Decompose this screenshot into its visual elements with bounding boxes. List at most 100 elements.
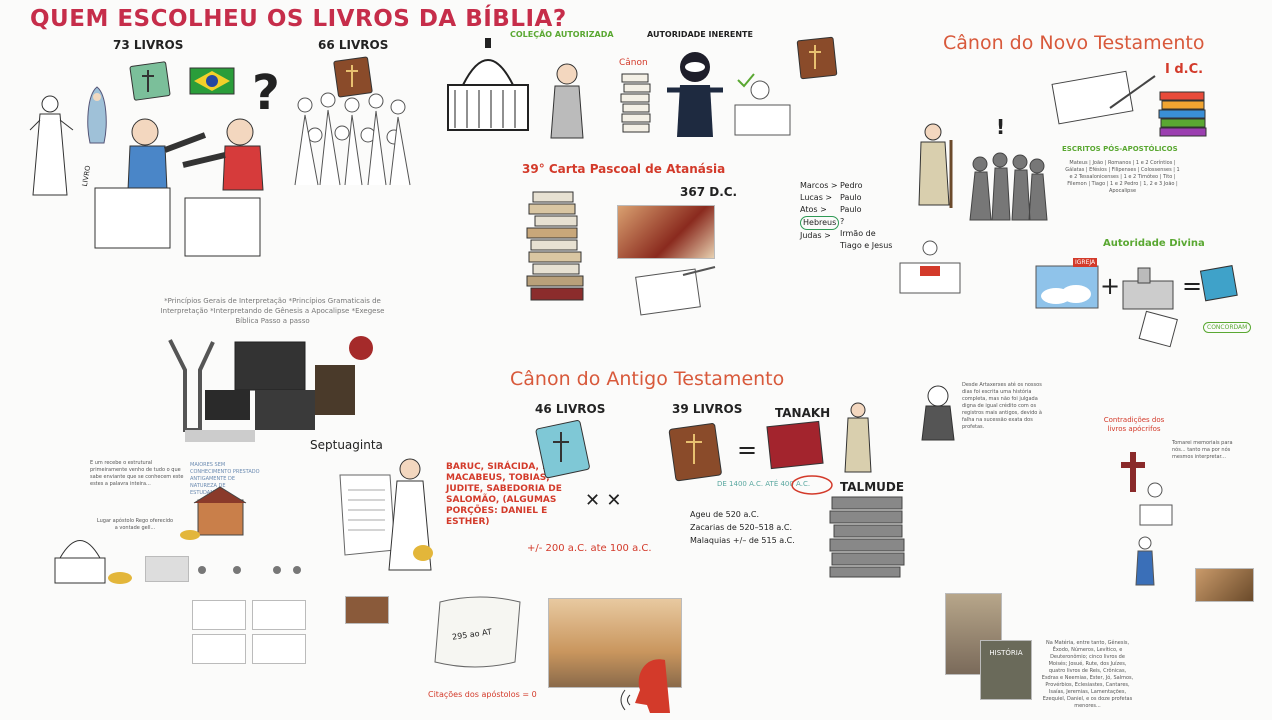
nt-books-list: Mateus | João | Romanos | 1 e 2 Coríntio…: [1065, 160, 1180, 194]
pope-figure-2-icon: [388, 458, 433, 571]
brazil-flag-icon: [189, 67, 235, 95]
author-left-2: Atos >: [800, 205, 827, 214]
church-coins-icon: [180, 486, 247, 540]
writing-scene-icon: [734, 73, 791, 136]
escritos-label: ESCRITOS PÓS-APOSTÓLICOS: [1062, 145, 1178, 153]
canon-list-quote: Na Matéria, entre tanto, Gênesis, Êxodo,…: [1041, 640, 1134, 709]
letter-quill-icon: [635, 266, 716, 316]
year-367: 367 D.C.: [680, 185, 738, 199]
virgin-mary-icon: [87, 86, 107, 144]
igreja-badge: IGREJA: [1073, 258, 1098, 267]
talmud-books-stack-icon: [829, 496, 905, 578]
author-right-1: Paulo: [840, 193, 862, 202]
bible-blue-icon: [1199, 265, 1238, 302]
tanakh-book-icon: [766, 420, 824, 470]
septuaginta-label: Septuaginta: [310, 438, 383, 452]
author-left-1: Lucas >: [800, 193, 833, 202]
concordam-badge: CONCORDAM: [1203, 322, 1252, 333]
prophets-list: Ageu de 520 a.C. Zacarias de 520–518 a.C…: [690, 508, 795, 547]
ot-46-bible-icon: [535, 420, 590, 479]
card-thumb-4: [252, 634, 306, 664]
protestant-bible-icon: [333, 56, 373, 98]
main-title: QUEM ESCOLHEU OS LIVROS DA BÍBLIA?: [30, 6, 567, 32]
tiny-figures-icon: [198, 566, 301, 574]
hand-book-icon: [1138, 310, 1178, 348]
equals-sign: =: [1182, 272, 1203, 300]
basilica-icon: [447, 38, 529, 131]
author-right-0: Pedro: [840, 181, 863, 190]
author-left-4: Judas >: [800, 231, 831, 240]
arguing-men-illustration: [94, 118, 264, 257]
author-right-2: Paulo: [840, 205, 862, 214]
heaven-clouds-icon: [1035, 265, 1099, 309]
author-list-right: Pedro Paulo Paulo ? Irmão de Tiago e Jes…: [840, 180, 892, 252]
ot-date-range: DE 1400 A.C. ATÉ 400 A.C.: [717, 480, 811, 488]
scroll-feather-icon: [1051, 70, 1156, 125]
historia-book-cover: HISTÓRIA: [980, 640, 1032, 700]
athanasius-portrait: [617, 205, 715, 259]
scrolls-reader-icon: [899, 240, 961, 294]
monk-figure-icon: [1139, 482, 1173, 526]
crowd-illustration: [294, 92, 411, 186]
card-thumb-2: [252, 600, 306, 630]
citacoes-label: Citações dos apóstolos = 0: [428, 690, 537, 699]
date-circle-mark: [791, 475, 833, 495]
vatican-coins-icon: [54, 540, 132, 584]
label-46-livros: 46 LIVROS: [535, 402, 606, 416]
apocrypha-list: BARUC, SIRÁCIDA, 1E 2 MACABEUS, TOBIAS, …: [446, 462, 564, 527]
label-73-livros: 73 LIVROS: [113, 38, 184, 52]
autoridade-divina-label: Autoridade Divina: [1103, 238, 1205, 249]
courses-mockup-illustration: [168, 336, 373, 442]
believers-crowd-icon: [969, 152, 1048, 221]
prophet-0: Ageu de 520 a.C.: [690, 510, 760, 519]
nt-century: I d.C.: [1165, 62, 1204, 77]
prophet-1: Zacarias de 520–518 a.C.: [690, 523, 793, 532]
card-thumb-3: [192, 634, 246, 664]
book-cover-1: [945, 593, 1002, 675]
septuagint-date-range: +/- 200 a.C. ate 100 a.C.: [527, 543, 652, 554]
historia-book-title: HISTÓRIA: [989, 649, 1023, 657]
carta-pascoal-label: 39° Carta Pascoal de Atanásia: [522, 162, 726, 176]
contradicoes-label: Contradições dos livros apócrifos: [1103, 416, 1165, 433]
autoridade-label: AUTORIDADE INERENTE: [647, 30, 753, 39]
author-right-3: ?: [840, 217, 845, 226]
septuagint-note-3: MAIORES SEM CONHECIMENTO PRESTADO ANTIGA…: [190, 462, 260, 496]
josephus-portrait-icon: [921, 385, 955, 441]
courses-text: *Princípios Gerais de Interpretação *Pri…: [160, 297, 385, 325]
card-thumb-1: [192, 600, 246, 630]
author-right-4: Irmão de: [840, 229, 876, 238]
catholic-bible-icon: [129, 61, 171, 101]
pope-figure-icon: [29, 95, 74, 196]
contradiction-quote: Tomarei memoriais para nós... tanto ma p…: [1172, 440, 1233, 460]
prophet-2: Malaquias +/– de 515 a.C.: [690, 536, 795, 545]
tanakh-label: TANAKH: [775, 406, 831, 420]
question-mark: ?: [252, 65, 280, 121]
exclamation-mark: !: [996, 115, 1006, 139]
author-left-0: Marcos >: [800, 181, 838, 190]
book-stack-small-icon: [620, 73, 651, 133]
ot-39-bible-icon: [668, 423, 722, 482]
painting-thumb: [345, 596, 389, 624]
author-left-3: Hebreus: [800, 216, 840, 230]
label-66-livros: 66 LIVROS: [318, 38, 389, 52]
rabbi-figure-icon: [844, 402, 872, 473]
speaking-head-icon: [620, 659, 670, 713]
book-stack-large-icon: [526, 191, 584, 301]
authority-figure-icon: [667, 52, 723, 137]
reader-figure-icon: [1135, 536, 1155, 586]
author-right-5: Tiago e Jesus: [840, 241, 893, 250]
josephus-quote: Desde Artaxerxes até os nossos dias foi …: [962, 382, 1042, 430]
canon-label: Cânon: [619, 58, 648, 68]
nt-books-stack-icon: [1158, 91, 1207, 137]
septuagint-note-1: E um recebe o estrutural primeiramente v…: [90, 460, 184, 487]
scholar-figure-icon: [550, 63, 584, 139]
cross-icon: [1121, 452, 1145, 492]
ot-canon-title: Cânon do Antigo Testamento: [510, 368, 785, 390]
historical-painting-thumb: [1195, 568, 1254, 602]
prophet-figure-icon: [918, 123, 953, 208]
scene-thumbnail: [145, 556, 189, 582]
xx-marks: ✕ ✕: [585, 490, 622, 511]
bible-book-icon: [796, 36, 838, 80]
scroll-icon: [434, 596, 521, 668]
author-list-left: Marcos > Lucas > Atos > Hebreus Judas >: [800, 180, 840, 242]
